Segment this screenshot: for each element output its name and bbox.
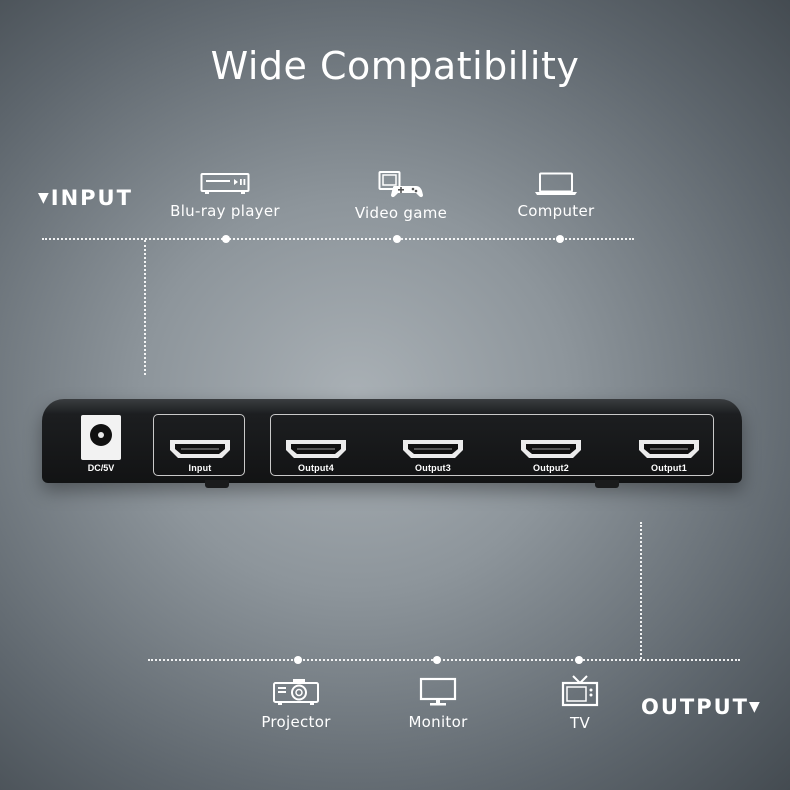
hdmi-port-output2: Output2 <box>520 438 582 473</box>
blu-ray-player-icon <box>200 173 250 194</box>
laptop-icon <box>535 172 577 195</box>
hdmi-port-icon <box>521 440 581 458</box>
input-device-video-game: Video game <box>331 170 471 222</box>
port-label: Output4 <box>298 463 334 473</box>
triangle-down-icon: ▼ <box>749 699 762 715</box>
device-label: Video game <box>354 204 448 222</box>
hdmi-splitter <box>42 399 742 483</box>
input-drop-line <box>144 240 146 375</box>
device-label: TV <box>569 714 591 732</box>
input-port-frame <box>153 414 245 476</box>
device-foot <box>205 480 229 488</box>
output-drop-line <box>640 522 642 659</box>
output-device-projector: Projector <box>226 677 366 731</box>
device-label: Blu-ray player <box>170 202 280 220</box>
device-label: Computer <box>517 202 595 220</box>
tv-icon <box>561 675 599 707</box>
triangle-down-icon: ▼ <box>38 190 51 206</box>
input-device-computer: Computer <box>486 172 626 220</box>
input-device-blu-ray: Blu-ray player <box>155 172 295 220</box>
port-label: Output1 <box>651 463 687 473</box>
game-controller-icon <box>378 171 423 198</box>
hdmi-port-output4: Output4 <box>285 438 347 473</box>
power-label: DC/5V <box>87 463 115 473</box>
device-label: Monitor <box>408 713 468 731</box>
device-label: Projector <box>261 713 331 731</box>
input-label: INPUT <box>50 186 133 210</box>
connector-dot <box>294 656 302 664</box>
port-label: Output2 <box>533 463 569 473</box>
hdmi-port-output3: Output3 <box>402 438 464 473</box>
input-connector-line <box>42 238 634 240</box>
hdmi-port-icon <box>403 440 463 458</box>
monitor-icon <box>419 677 457 706</box>
device-foot <box>595 480 619 488</box>
dc-power-jack <box>81 415 121 460</box>
connector-dot <box>222 235 230 243</box>
connector-dot <box>575 656 583 664</box>
output-connector-line <box>148 659 740 661</box>
port-label: Output3 <box>415 463 451 473</box>
hdmi-port-input: Input <box>169 438 231 473</box>
output-label: OUTPUT <box>641 695 749 719</box>
hdmi-port-icon <box>286 440 346 458</box>
connector-dot <box>393 235 401 243</box>
hdmi-port-icon <box>639 440 699 458</box>
port-label: Input <box>188 463 212 473</box>
input-section-label: ▼ INPUT <box>38 186 133 210</box>
projector-icon <box>273 679 319 705</box>
output-device-monitor: Monitor <box>368 677 508 731</box>
output-device-tv: TV <box>510 674 650 732</box>
connector-dot <box>433 656 441 664</box>
hdmi-port-output1: Output1 <box>638 438 700 473</box>
hdmi-port-icon <box>170 440 230 458</box>
output-ports-frame <box>270 414 714 476</box>
power-jack-icon <box>90 424 112 446</box>
page-title: Wide Compatibility <box>210 44 580 88</box>
connector-dot <box>556 235 564 243</box>
output-section-label: OUTPUT ▼ <box>641 695 762 719</box>
